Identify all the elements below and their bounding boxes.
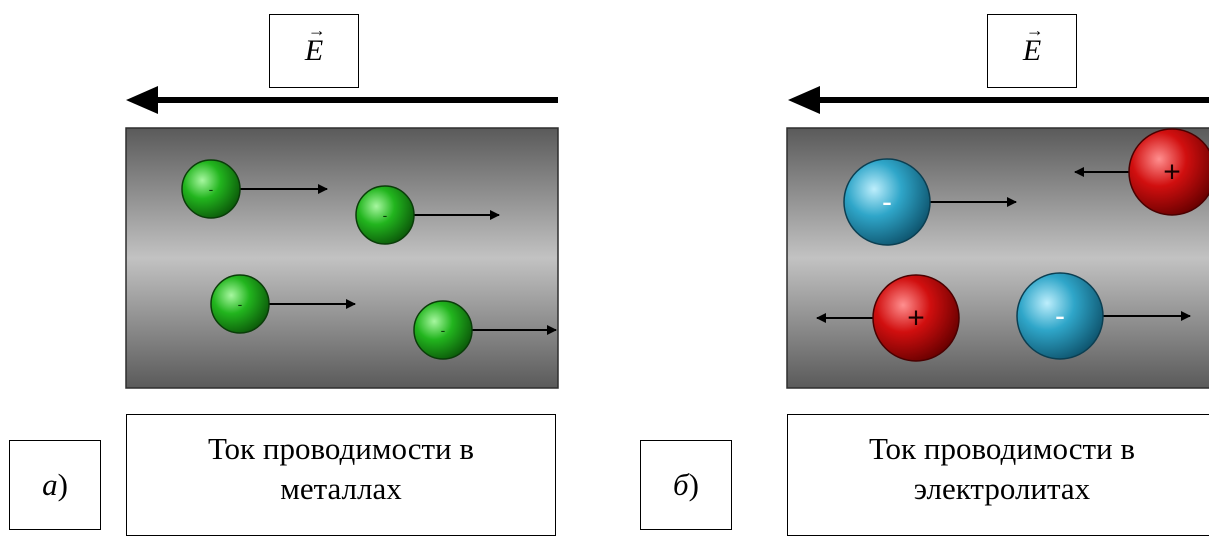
electron-ball: [210, 274, 270, 334]
particle-anion-1-0: -: [843, 158, 1017, 246]
charge-sign: +: [1163, 156, 1181, 189]
particle-cation-1-2: +: [816, 274, 960, 362]
vector-arrow-a: →: [307, 20, 326, 40]
cation-ball: [1128, 128, 1209, 216]
panel-letter-b: б): [640, 440, 732, 530]
charge-sign: -: [209, 181, 214, 197]
field-symbol-a: → E: [304, 20, 326, 68]
panel-letter-b-text: б: [673, 467, 689, 502]
cation-ball: [872, 274, 960, 362]
particle-anion-1-3: -: [1016, 272, 1191, 360]
caption-electrolytes-text: Ток проводимости в электролитах: [868, 431, 1136, 506]
charge-sign: +: [907, 302, 925, 335]
anion-ball: [1016, 272, 1104, 360]
particle-electron-0-2: -: [210, 274, 356, 334]
electron-ball: [413, 300, 473, 360]
field-vector-label-b: → E: [987, 14, 1077, 88]
field-vector-label-a: → E: [269, 14, 359, 88]
field-arrow-left-panel: [126, 86, 558, 114]
particle-electron-0-1: -: [355, 185, 500, 245]
field-symbol-text-a: E: [304, 34, 324, 67]
panel-letter-a-text: а: [42, 467, 58, 502]
field-arrow-right-panel: [788, 86, 1209, 114]
particle-electron-0-0: -: [181, 159, 328, 219]
electron-ball: [181, 159, 241, 219]
charge-sign: -: [882, 186, 892, 219]
particle-electron-0-3: -: [413, 300, 557, 360]
charge-sign: -: [441, 322, 446, 338]
vector-arrow-b: →: [1025, 20, 1044, 40]
particle-layer: - - - - - + + -: [181, 128, 1209, 362]
caption-electrolytes: Ток проводимости в электролитах: [787, 414, 1209, 536]
panel-letter-a: а): [9, 440, 101, 530]
charge-sign: -: [1055, 300, 1065, 333]
caption-metals: Ток проводимости в металлах: [126, 414, 556, 536]
field-symbol-text-b: E: [1022, 34, 1042, 67]
metal-conductor: [125, 127, 559, 389]
charge-sign: -: [238, 296, 243, 312]
caption-metals-text: Ток проводимости в металлах: [207, 431, 475, 506]
anion-ball: [843, 158, 931, 246]
particle-cation-1-1: +: [1074, 128, 1209, 216]
electron-ball: [355, 185, 415, 245]
field-symbol-b: → E: [1022, 20, 1044, 68]
charge-sign: -: [383, 207, 388, 223]
